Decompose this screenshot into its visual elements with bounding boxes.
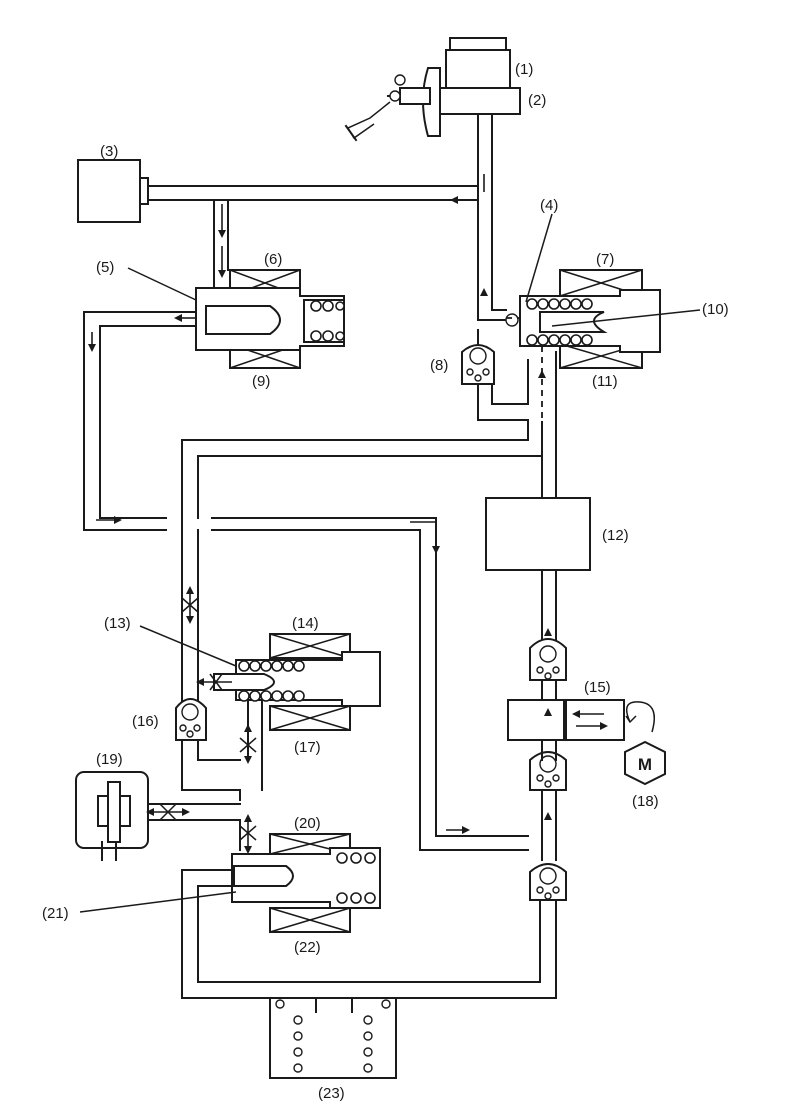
leader-lines xyxy=(79,213,701,913)
label-6: (6) xyxy=(264,251,282,268)
label-4: (4) xyxy=(540,197,558,214)
solenoid-valve-bottom xyxy=(231,833,381,933)
label-13: (13) xyxy=(104,615,131,632)
label-8: (8) xyxy=(430,357,448,374)
check-valve-bottom-right xyxy=(529,863,567,901)
module-12 xyxy=(485,497,591,571)
label-15: (15) xyxy=(584,679,611,696)
label-14: (14) xyxy=(292,615,319,632)
component-labels: (1) (2) (3) (4) (5) (6) (7) (8) (9) (10)… xyxy=(42,61,729,1102)
solenoid-valve-middle xyxy=(213,633,381,731)
master-cylinder xyxy=(344,37,521,142)
check-valve-16 xyxy=(175,698,207,741)
motor: M xyxy=(624,701,666,786)
label-23: (23) xyxy=(318,1085,345,1102)
solenoid-valve-left xyxy=(195,269,345,369)
label-16: (16) xyxy=(132,713,159,730)
brake-caliper xyxy=(75,771,149,861)
label-20: (20) xyxy=(294,815,321,832)
label-2: (2) xyxy=(528,92,546,109)
motor-symbol: M xyxy=(638,755,652,774)
pump-unit xyxy=(507,638,625,791)
label-1: (1) xyxy=(515,61,533,78)
label-21: (21) xyxy=(42,905,69,922)
solenoid-valve-right xyxy=(519,269,661,369)
reservoir xyxy=(269,997,397,1079)
wheel-cylinder xyxy=(77,159,479,223)
label-9: (9) xyxy=(252,373,270,390)
label-12: (12) xyxy=(602,527,629,544)
label-3: (3) xyxy=(100,143,118,160)
label-18: (18) xyxy=(632,793,659,810)
label-19: (19) xyxy=(96,751,123,768)
label-11: (11) xyxy=(592,373,618,390)
flow-arrows xyxy=(88,174,608,854)
label-17: (17) xyxy=(294,739,321,756)
label-5: (5) xyxy=(96,259,114,276)
label-10: (10) xyxy=(702,301,729,318)
check-valve-8 xyxy=(461,344,495,385)
label-7: (7) xyxy=(596,251,614,268)
label-22: (22) xyxy=(294,939,321,956)
